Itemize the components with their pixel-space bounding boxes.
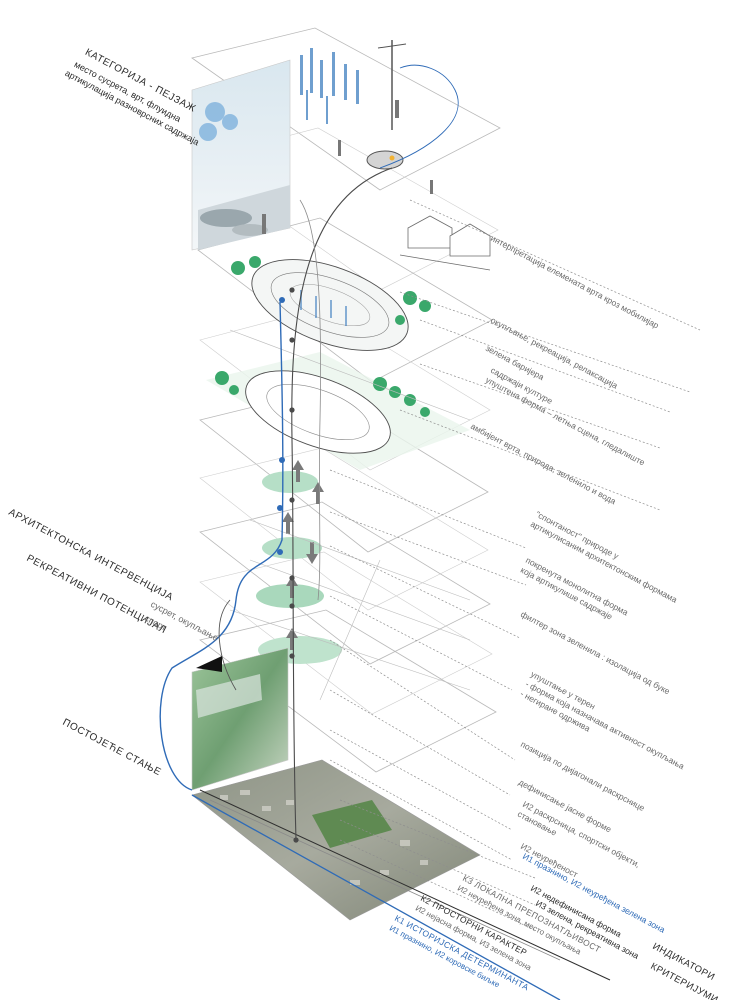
svg-text:упуштена форма – летња сцена,: упуштена форма – летња сцена, гледалиште [484,375,647,468]
garden-layer-1 [231,256,431,351]
plane-9 [199,609,497,773]
direction-arrows [282,460,324,650]
left-headings: КАТЕГОРИЈА - ПЕЈЗАЖ место сусрета, врт, … [63,47,200,147]
heading-recreational: РЕКРЕАТИВНИ ПОТЕНЦИЈАЛ [25,553,169,636]
connector-dots [277,287,299,843]
road-lines [229,329,471,701]
plane-top [191,27,501,191]
aerial-photo-layer [191,759,481,921]
plane-7 [199,501,491,665]
houses [399,215,491,271]
annotation-a1: интерпретација елемената врта кроз мобил… [489,233,661,331]
leader-lines [329,199,701,931]
svg-text:артикулисаним архитектонским ф: артикулисаним архитектонским формама [529,519,679,605]
svg-text:позиција по дијагонали раскрсн: позиција по дијагонали раскрснице [519,739,647,813]
indicator-lines [191,789,611,1000]
plane-8 [199,551,493,715]
top-photo-layer [191,40,433,251]
connector-curves [159,64,459,841]
site-photo-layer [191,647,289,791]
heading-existing: ПОСТОЈЕЋЕ СТАЊЕ [61,717,163,778]
annotation-a10: позиција по дијагонали раскрснице [519,739,647,813]
plane-6 [199,447,489,611]
pointer-marker [196,656,222,672]
svg-text:интерпретација елемената врта: интерпретација елемената врта кроз мобил… [489,233,661,331]
garden-layer-2 [206,352,470,470]
